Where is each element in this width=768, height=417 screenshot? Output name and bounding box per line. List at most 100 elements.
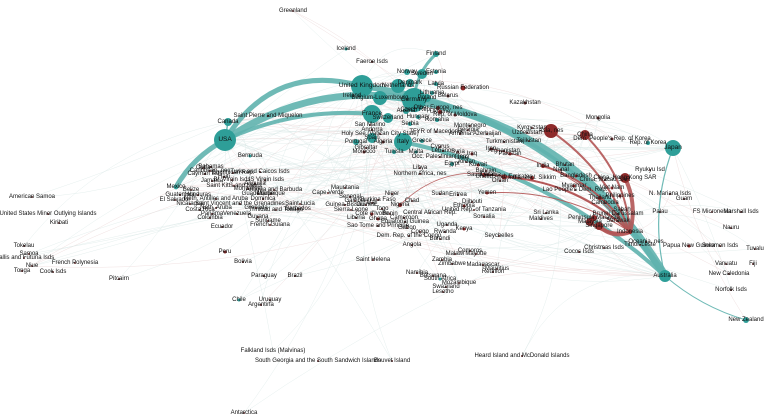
node-zambia[interactable] <box>441 259 443 261</box>
node-n_africa_nes[interactable] <box>419 173 421 175</box>
node-russia[interactable] <box>460 85 466 91</box>
node-antigua[interactable] <box>273 189 275 191</box>
node-anguilla[interactable] <box>254 183 256 185</box>
node-uganda[interactable] <box>446 224 448 226</box>
node-dprk[interactable] <box>610 137 614 141</box>
node-bermuda[interactable] <box>248 154 252 158</box>
node-saint_kitts[interactable] <box>233 185 235 187</box>
node-sweden[interactable] <box>417 69 427 79</box>
node-bolivia[interactable] <box>242 261 244 263</box>
node-heard[interactable] <box>521 355 523 357</box>
node-grenada[interactable] <box>255 207 257 209</box>
node-nepal[interactable] <box>560 169 562 171</box>
node-angola[interactable] <box>411 244 413 246</box>
node-nigeria[interactable] <box>398 203 402 207</box>
node-san_marino[interactable] <box>369 124 371 126</box>
node-asia_nes[interactable] <box>544 124 558 138</box>
node-bahamas[interactable] <box>210 166 212 168</box>
node-drc[interactable] <box>408 235 410 237</box>
node-sao_tome[interactable] <box>377 225 379 227</box>
node-mexico[interactable] <box>174 185 178 189</box>
node-solomon[interactable] <box>719 245 721 247</box>
node-uae[interactable] <box>501 174 507 180</box>
node-malaysia[interactable] <box>586 218 594 226</box>
node-marshall[interactable] <box>740 211 742 213</box>
node-png[interactable] <box>687 244 691 248</box>
node-finland[interactable] <box>433 51 439 57</box>
node-comoros[interactable] <box>469 250 471 252</box>
node-burkina[interactable] <box>377 199 379 201</box>
node-occ_pal[interactable] <box>439 156 441 158</box>
node-costa_rica[interactable] <box>199 209 201 211</box>
node-gambia[interactable] <box>354 200 356 202</box>
node-namibia[interactable] <box>416 272 418 274</box>
node-greenland[interactable] <box>292 10 294 12</box>
node-nauru[interactable] <box>730 227 732 229</box>
node-samoa[interactable] <box>28 253 30 255</box>
node-vanuatu[interactable] <box>725 263 727 265</box>
node-portugal[interactable] <box>353 139 359 145</box>
node-congo[interactable] <box>419 231 421 233</box>
node-france[interactable] <box>363 105 381 123</box>
node-burundi[interactable] <box>439 238 441 240</box>
node-peru[interactable] <box>223 250 227 254</box>
node-algeria[interactable] <box>381 140 385 144</box>
node-guam[interactable] <box>683 198 685 200</box>
node-niger[interactable] <box>391 193 393 195</box>
node-saint_helena[interactable] <box>372 259 374 261</box>
node-italy[interactable] <box>394 133 412 151</box>
node-us_virgin[interactable] <box>264 179 266 181</box>
node-zimbabwe[interactable] <box>451 263 453 265</box>
node-lesotho[interactable] <box>442 291 444 293</box>
node-madagascar[interactable] <box>482 264 484 266</box>
node-paraguay[interactable] <box>263 275 265 277</box>
node-armenia[interactable] <box>459 133 461 135</box>
node-lebanon[interactable] <box>442 150 444 152</box>
node-chad[interactable] <box>411 200 413 202</box>
node-israel[interactable] <box>460 156 464 160</box>
node-libya[interactable] <box>419 167 421 169</box>
node-senegal[interactable] <box>349 196 351 198</box>
node-greece[interactable] <box>420 139 424 143</box>
node-turkmenistan[interactable] <box>503 141 505 143</box>
node-french_polynesia[interactable] <box>74 262 76 264</box>
node-suriname[interactable] <box>267 220 269 222</box>
node-dominica[interactable] <box>262 198 264 200</box>
node-south_africa[interactable] <box>438 277 442 281</box>
node-switzerland[interactable] <box>383 113 393 123</box>
node-indonesia[interactable] <box>628 230 632 234</box>
node-chile[interactable] <box>237 298 241 302</box>
node-china[interactable] <box>580 130 590 140</box>
node-thailand[interactable] <box>598 196 602 200</box>
node-el_salvador[interactable] <box>174 199 176 201</box>
node-gabon[interactable] <box>406 227 408 229</box>
node-syria[interactable] <box>457 151 459 153</box>
node-canada[interactable] <box>224 118 232 126</box>
node-seychelles[interactable] <box>498 235 500 237</box>
node-botswana[interactable] <box>432 275 434 277</box>
node-bouvet[interactable] <box>391 360 393 362</box>
node-philippines[interactable] <box>618 194 622 198</box>
node-n_mariana[interactable] <box>669 193 671 195</box>
node-gibraltar[interactable] <box>365 147 367 149</box>
node-tokelau[interactable] <box>23 245 25 247</box>
node-rok[interactable] <box>646 141 650 145</box>
node-romania[interactable] <box>435 118 439 122</box>
node-us_minor[interactable] <box>47 213 49 215</box>
node-cayman[interactable] <box>204 173 206 175</box>
node-barbados[interactable] <box>297 208 299 210</box>
node-american_samoa[interactable] <box>31 196 33 198</box>
node-uruguay[interactable] <box>269 299 271 301</box>
node-wallis[interactable] <box>23 257 25 259</box>
node-guyana[interactable] <box>257 216 259 218</box>
node-rwanda[interactable] <box>444 231 446 233</box>
node-fiji[interactable] <box>752 263 754 265</box>
node-cape_verde[interactable] <box>327 192 329 194</box>
node-guinea[interactable] <box>365 204 367 206</box>
node-rep_moldova[interactable] <box>453 113 457 117</box>
node-norway[interactable] <box>404 69 410 75</box>
node-spain[interactable] <box>367 133 377 143</box>
node-sudan[interactable] <box>439 193 441 195</box>
node-new_caledonia[interactable] <box>728 273 730 275</box>
node-dominican[interactable] <box>232 172 234 174</box>
